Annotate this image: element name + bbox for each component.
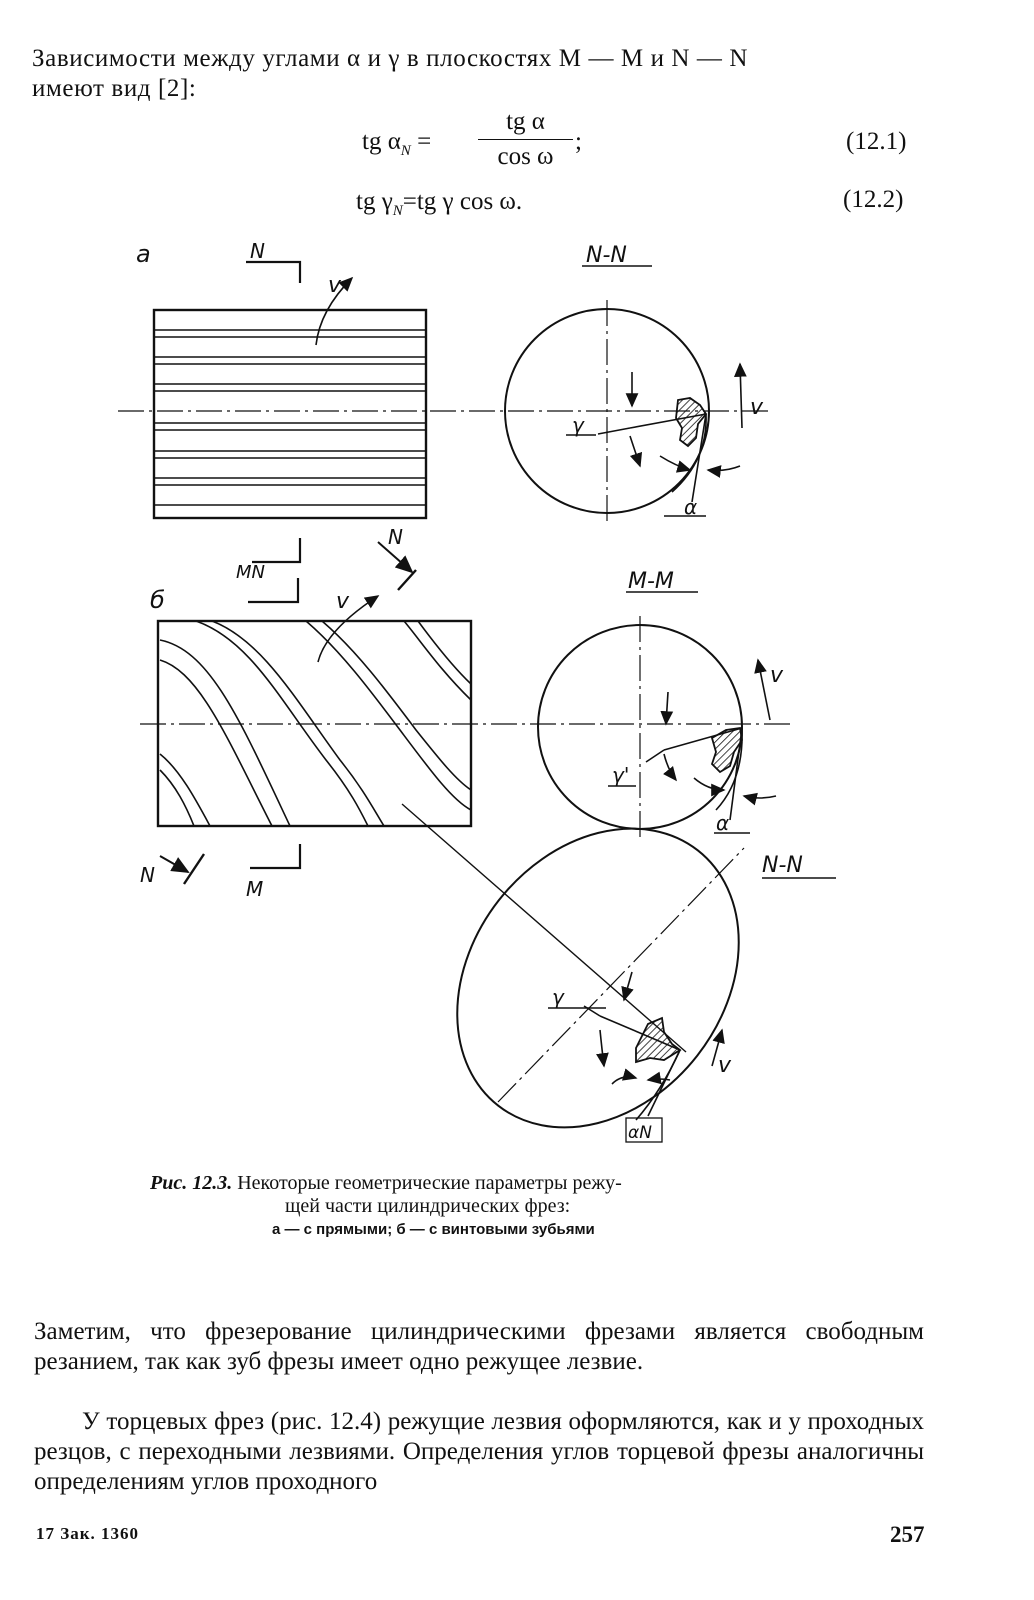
equation-1-lhs-sub: N <box>400 143 411 159</box>
label-m-bottom: M <box>246 877 263 901</box>
label-alpha-b: α <box>716 811 729 835</box>
panel-label-b: б <box>150 586 165 614</box>
caption-fig-ref: Рис. 12.3. <box>150 1172 233 1194</box>
equation-1-equals: = <box>417 128 432 155</box>
footer-signature: 17 Зак. 1360 <box>36 1524 140 1543</box>
label-gamma-ellipse: γ <box>552 985 565 1009</box>
label-gamma-a: γ <box>572 413 585 437</box>
label-v-circle-a: v <box>750 395 764 420</box>
section-line-diagonal <box>401 803 687 1053</box>
paragraph-1: Заметим, что фрезерование цилиндрическим… <box>34 1318 924 1375</box>
caption-text-1: Некоторые геометрические параметры режу- <box>237 1172 622 1194</box>
caption-line-3: а — с прямыми; б — с винтовыми зубьями <box>272 1221 595 1238</box>
caption-line-1: Рис. 12.3. Некоторые геометрические пара… <box>150 1172 622 1194</box>
section-label-nn-bottom: N-N <box>762 853 803 878</box>
equation-2-number: (12.2) <box>843 186 904 213</box>
section-marker-m-bottom <box>250 844 302 870</box>
equation-2: tg γN=tg γ cos ω. <box>356 188 522 220</box>
label-gamma-prime: γ' <box>612 763 629 787</box>
tooth-profile-b <box>710 726 743 774</box>
panel-label-a: а <box>136 240 151 268</box>
label-n-top: N <box>250 239 265 263</box>
rotation-arrow-a <box>315 276 354 346</box>
section-marker-n-top <box>246 260 302 283</box>
paragraph-2: У торцевых фрез (рис. 12.4) режущие лезв… <box>34 1408 924 1495</box>
tooth-profile-a <box>675 397 708 448</box>
label-v-circle-b: v <box>770 663 784 688</box>
intro-text: Зависимости между углами α и γ в плоскос… <box>32 44 932 104</box>
label-mn: MN <box>236 562 265 583</box>
equation-2-rhs: =tg γ cos ω. <box>402 188 523 215</box>
section-marker-m-top <box>248 578 300 604</box>
equation-1-fraction: tg α cos ω <box>478 108 573 171</box>
label-v-ellipse: v <box>718 1053 732 1078</box>
label-alpha-n: αN <box>628 1123 652 1143</box>
equation-1-numerator: tg α <box>506 108 545 135</box>
intro-line-2: имеют вид [2]: <box>32 75 197 102</box>
equation-1-tail: ; <box>575 128 582 155</box>
intro-line-1: Зависимости между углами α и γ в плоскос… <box>32 45 749 72</box>
equation-1-number: (12.1) <box>846 128 907 155</box>
figure-caption: Рис. 12.3. Некоторые геометрические пара… <box>150 1172 820 1241</box>
label-n-diagonal: N <box>388 525 403 549</box>
label-v-a: v <box>328 273 342 298</box>
equation-1-denominator: cos ω <box>497 143 554 170</box>
fraction-bar <box>478 139 573 140</box>
section-label-mm: M-M <box>628 569 674 594</box>
caption-line-2: щей части цилиндрических фрез: <box>285 1195 571 1217</box>
section-marker-below-a <box>252 538 302 564</box>
equation-1-lhs-text: tg α <box>362 128 401 155</box>
label-n-bottom: N <box>140 863 155 887</box>
equation-2-lhs: tg γ <box>356 188 393 215</box>
equation-1-lhs: tg αN = <box>362 128 431 160</box>
label-alpha-a: α <box>684 495 697 519</box>
section-label-nn-top: N-N <box>586 243 627 268</box>
rotation-arrow-b <box>317 595 380 663</box>
page-number: 257 <box>890 1522 925 1547</box>
panel-a-cylinder <box>152 308 428 520</box>
section-ellipse-nn <box>456 827 740 1129</box>
label-v-b: v <box>336 589 350 614</box>
equation-2-sub: N <box>392 203 403 219</box>
